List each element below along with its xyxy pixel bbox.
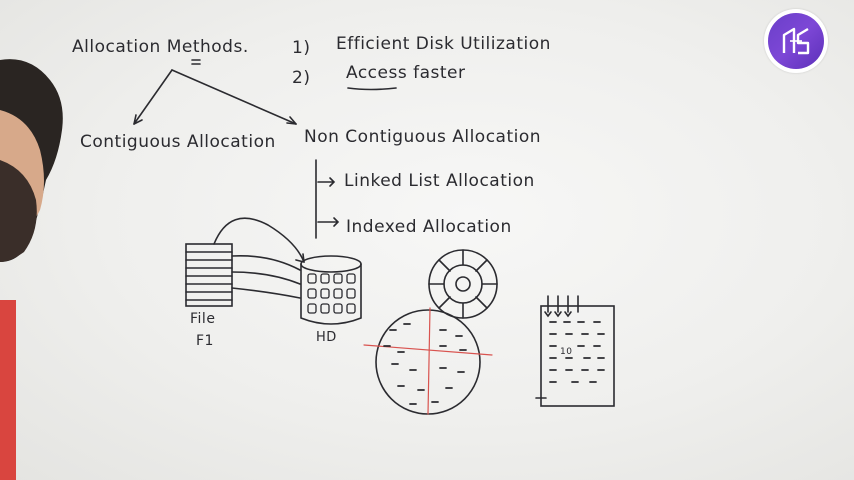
arrow-to-non-contiguous bbox=[171, 69, 297, 125]
goal-1-number: 1) bbox=[292, 38, 311, 58]
file-subscript-label: F1 bbox=[196, 333, 214, 349]
linked-list-allocation-label: Linked List Allocation bbox=[344, 171, 535, 191]
hard-disk-icon bbox=[300, 255, 362, 325]
arrow-to-contiguous bbox=[133, 69, 173, 125]
file-blocks-icon bbox=[185, 243, 233, 307]
file-label: File bbox=[190, 311, 216, 327]
presenter-figure bbox=[0, 59, 63, 480]
hard-disk-label: HD bbox=[316, 330, 337, 345]
goal-1-text: Efficient Disk Utilization bbox=[336, 34, 551, 54]
indexed-allocation-label: Indexed Allocation bbox=[346, 217, 512, 237]
block-number-label: 10 bbox=[560, 347, 573, 357]
title-text: Allocation Methods. bbox=[72, 37, 249, 57]
disk-platter-icon bbox=[428, 249, 498, 319]
goal-2-number: 2) bbox=[292, 68, 311, 88]
channel-logo-icon bbox=[768, 13, 824, 69]
non-contiguous-allocation-label: Non Contiguous Allocation bbox=[304, 127, 542, 147]
arrow-indexed bbox=[317, 217, 340, 227]
arrow-linked-list bbox=[317, 177, 336, 187]
goal-2-text: Access faster bbox=[346, 63, 466, 83]
fragmented-disk-icon bbox=[363, 307, 493, 415]
contiguous-allocation-label: Contiguous Allocation bbox=[80, 132, 276, 152]
block-table-icon bbox=[535, 295, 615, 407]
channel-logo bbox=[764, 9, 828, 73]
